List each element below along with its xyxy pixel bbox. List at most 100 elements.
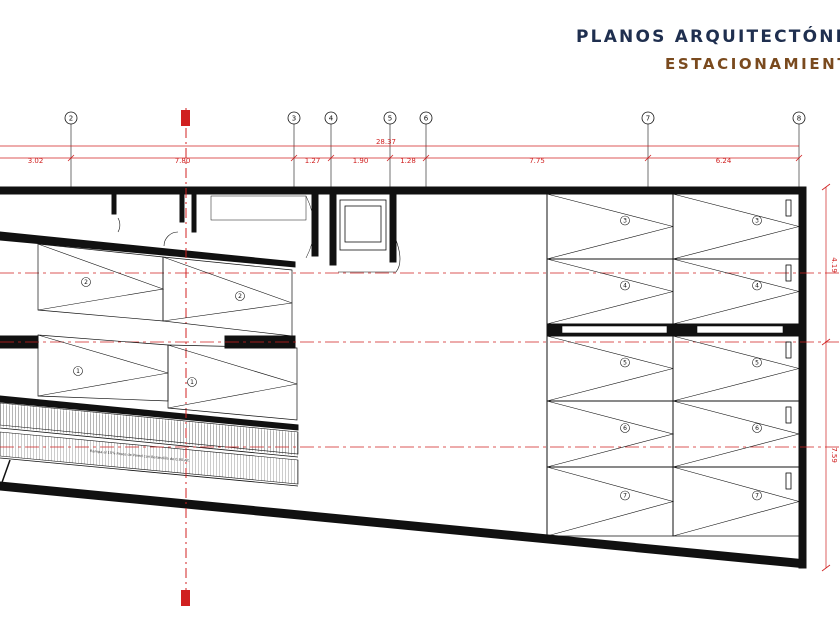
dimension-tick — [386, 154, 394, 162]
space-number-bubble — [752, 215, 762, 226]
parking-stall-left — [162, 256, 293, 337]
dimension-tick — [290, 154, 298, 162]
wheel-stop — [785, 199, 792, 217]
axis-bubble — [287, 111, 301, 125]
space-number-bubble — [620, 280, 630, 291]
dimension-chain: 28.37 3.02 7.80 1.27 1.90 1.28 7.75 6.24 — [0, 138, 803, 165]
ramps: Rampa al 15% Pasos de Pared con Barandil… — [0, 402, 299, 489]
parking-stall-left — [167, 344, 298, 421]
dimension-tick — [67, 154, 75, 162]
axis-bubble — [792, 111, 806, 125]
drawing-title: PLANOS ARQUITECTÓNICOS — [576, 27, 840, 47]
dimension-label: 6.24 — [716, 157, 732, 165]
dimension-tick — [327, 154, 335, 162]
axis-label: 3 — [292, 115, 296, 123]
dimension-tick — [821, 183, 831, 191]
wheel-stop — [785, 472, 792, 490]
vertical-dimension-label: 7.59 — [830, 447, 838, 463]
drawing-subtitle: ESTACIONAMIENTO — [665, 55, 840, 73]
parking-stall-right — [672, 400, 800, 468]
dimension-label: 1.28 — [400, 157, 416, 165]
wheel-stop — [785, 472, 792, 490]
space-number: 1 — [190, 379, 194, 386]
parking-stall-right — [672, 193, 800, 260]
axis-label: 2 — [69, 115, 73, 123]
axis-label: 5 — [388, 115, 392, 123]
space-number: 2 — [84, 279, 88, 286]
dimension-label: 1.90 — [353, 157, 369, 165]
space-number: 7 — [755, 493, 759, 500]
top-wall — [0, 186, 807, 195]
dimension-tick — [644, 154, 652, 162]
axis-label: 4 — [329, 115, 334, 123]
space-number-bubble — [73, 366, 83, 376]
dimension-label: 7.80 — [175, 157, 191, 165]
space-number: 7 — [623, 493, 627, 500]
wheel-stop — [785, 264, 792, 282]
space-number-bubble — [620, 423, 630, 433]
space-number-bubble — [620, 490, 630, 501]
parking-stall-right — [672, 335, 800, 402]
space-number: 5 — [755, 360, 759, 367]
space-number: 2 — [238, 293, 242, 300]
space-number-bubble — [187, 377, 197, 387]
space-number-bubble — [752, 490, 762, 501]
building-walls — [0, 186, 807, 569]
vertical-dimension-label: 4.19 — [830, 257, 838, 273]
wheel-stop — [785, 199, 792, 217]
axis-label: 8 — [797, 115, 801, 123]
parking-stall-right — [546, 335, 674, 402]
bottom-wall — [0, 481, 807, 569]
overall-dimension-label: 28.37 — [376, 138, 396, 146]
section-marker-top — [181, 110, 190, 126]
axis-grid: 2 3 4 5 6 7 8 — [0, 108, 840, 606]
axis-bubble — [324, 111, 338, 125]
space-number: 3 — [623, 218, 627, 225]
right-wall — [798, 186, 807, 569]
staircase — [210, 195, 315, 259]
space-number-bubble — [752, 357, 762, 368]
parking-stall-left — [37, 334, 169, 402]
wheel-stop — [785, 406, 792, 424]
parking-stall-right — [546, 258, 674, 325]
space-number-bubble — [620, 215, 630, 226]
axis-label: 7 — [646, 115, 650, 123]
axis-label: 6 — [424, 115, 429, 123]
space-number: 4 — [623, 283, 627, 290]
axis-bubble — [64, 111, 78, 125]
title-block: PLANOS ARQUITECTÓNICOS ESTACIONAMIENTO — [576, 26, 840, 74]
space-number: 5 — [623, 360, 627, 367]
space-number: 3 — [755, 218, 759, 225]
space-number-bubble — [81, 277, 91, 287]
space-number-bubble — [620, 357, 630, 368]
space-number: 1 — [76, 368, 80, 375]
parking-stall-right — [546, 400, 674, 468]
space-number: 6 — [623, 425, 627, 432]
space-number-bubble — [752, 280, 762, 291]
dimension-label: 7.75 — [529, 157, 545, 165]
wheel-stop — [785, 406, 792, 424]
wheel-stop — [785, 341, 792, 359]
dimension-tick — [422, 154, 430, 162]
axis-bubble — [383, 111, 397, 125]
space-number: 6 — [755, 425, 759, 432]
dimension-tick — [821, 338, 831, 346]
axis-bubble — [419, 111, 433, 125]
dimension-label: 3.02 — [28, 157, 44, 165]
dimension-tick — [821, 564, 831, 572]
dimension-label: 1.27 — [305, 157, 321, 165]
parking-stall-right — [546, 466, 674, 537]
middle-ramp-wall — [0, 395, 299, 431]
wheel-stop — [785, 341, 792, 359]
dimension-tick — [795, 154, 803, 162]
axis-bubble — [641, 111, 655, 125]
elevator-shaft — [338, 199, 401, 273]
section-marker-bottom — [181, 590, 190, 606]
vertical-dimensions: 4.19 7.59 — [821, 183, 838, 572]
space-number-bubble — [235, 291, 245, 301]
upper-ramp-wall — [0, 231, 296, 268]
parking-stall-right — [546, 193, 674, 260]
space-number-bubble — [752, 423, 762, 433]
